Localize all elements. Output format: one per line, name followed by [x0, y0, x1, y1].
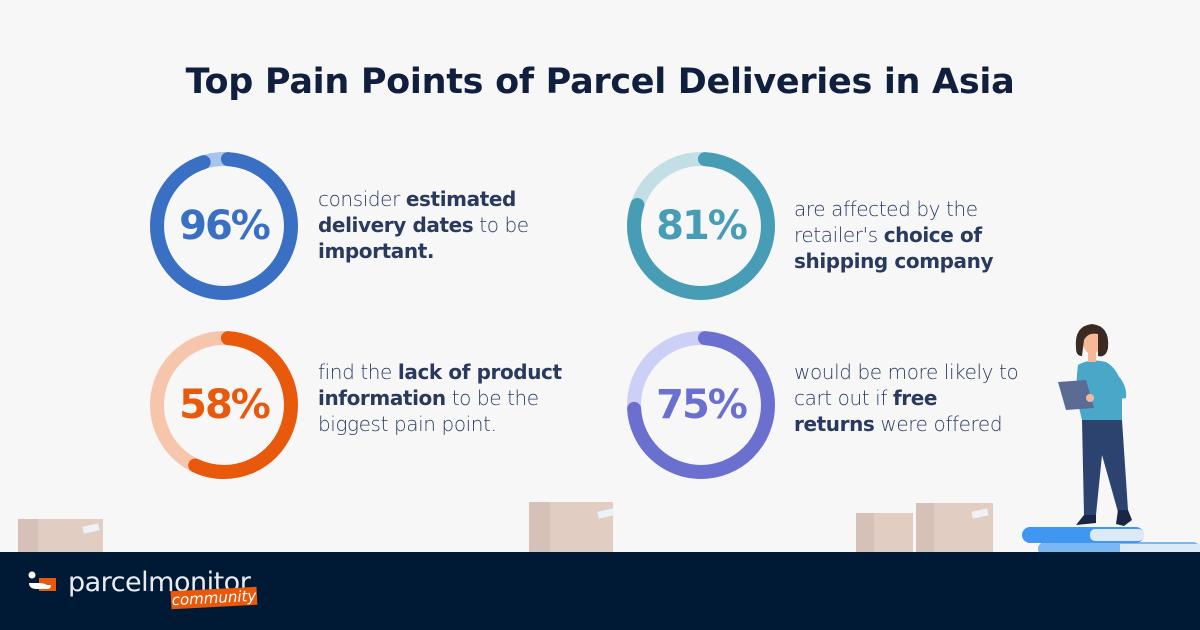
page-title: Top Pain Points of Parcel Deliveries in …: [185, 62, 1015, 102]
donut-chart-icon: [150, 331, 298, 479]
donut-chart-icon: [627, 331, 775, 479]
percentage-value: 58%: [179, 382, 271, 428]
donut-chart-icon: [627, 152, 775, 300]
percentage-value: 96%: [179, 203, 271, 249]
parcel-box-icon: [856, 513, 913, 552]
stat-description: would be more likely to cart out if free…: [794, 360, 1019, 436]
progress-ring: 58%: [149, 330, 299, 480]
donut-chart-icon: [150, 152, 298, 300]
parcelmonitor-logo-icon[interactable]: [27, 571, 59, 593]
parcel-box-icon: [529, 502, 615, 552]
percentage-value: 81%: [656, 203, 748, 249]
woman-with-clipboard-icon: [1022, 324, 1200, 552]
progress-ring: 81%: [626, 151, 776, 301]
parcel-box-icon: [916, 503, 993, 552]
percentage-value: 75%: [656, 382, 748, 428]
progress-ring: 75%: [626, 330, 776, 480]
stat-description: consider estimated delivery dates to be …: [318, 187, 529, 263]
stat-description: are affected by the retailer's choice of…: [794, 197, 994, 273]
progress-ring: 96%: [149, 151, 299, 301]
parcel-box-icon: [18, 519, 103, 552]
stat-description: find the lack of product information to …: [318, 360, 562, 436]
